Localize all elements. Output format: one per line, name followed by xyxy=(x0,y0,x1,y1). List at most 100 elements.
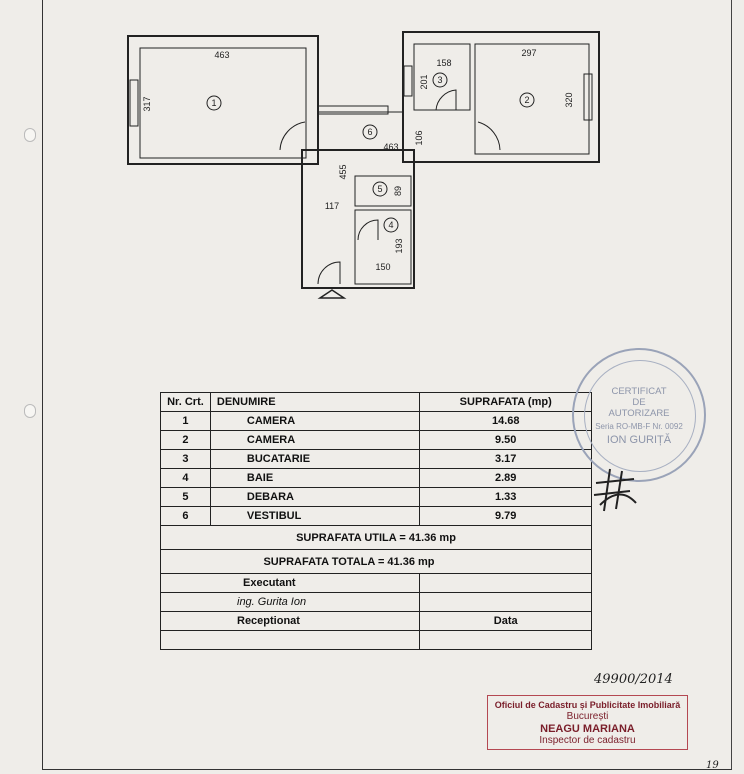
room-1-inner xyxy=(139,47,307,159)
dim-r2-height: 320 xyxy=(564,92,574,107)
official-line: NEAGU MARIANA xyxy=(540,723,635,735)
official-line: București xyxy=(566,711,609,722)
executant-name: ing. Gurita Ion xyxy=(159,592,421,612)
window xyxy=(403,65,413,97)
dim-room5-height: 89 xyxy=(393,186,403,196)
room-1-number: 1 xyxy=(211,98,216,108)
dim-corridor-length: 455 xyxy=(338,164,348,179)
room-5-marker xyxy=(372,181,388,197)
executant-name-row: ing. Gurita Ion xyxy=(159,592,592,612)
room-1-wall xyxy=(127,35,319,165)
stamp-inner-ring xyxy=(584,360,696,472)
official-line: Inspector de cadastru xyxy=(539,735,636,746)
blank-row xyxy=(159,630,592,650)
room-3-number: 3 xyxy=(437,75,442,85)
door-arc xyxy=(435,89,457,111)
door-arc xyxy=(477,121,501,151)
row-nr: 4 xyxy=(160,468,211,488)
row-name: BUCATARIE xyxy=(209,449,421,469)
room-5-inner xyxy=(354,175,412,207)
dim-r1-width: 463 xyxy=(214,50,229,60)
room-6-marker xyxy=(362,124,378,140)
row-nr: 1 xyxy=(160,411,211,431)
room-4-inner xyxy=(354,209,412,285)
row-area: 2.89 xyxy=(419,468,592,488)
received-label: Receptionat xyxy=(159,611,421,631)
room-4-number: 4 xyxy=(388,220,393,230)
row-name: CAMERA xyxy=(209,411,421,431)
dim-r1-height: 317 xyxy=(142,96,152,111)
stamp-line: AUTORIZARE xyxy=(608,408,670,419)
dim-r2-width: 297 xyxy=(521,48,536,58)
stamp-line: ION GURIȚĂ xyxy=(606,434,672,446)
row-area: 9.79 xyxy=(419,506,592,526)
row-nr: 6 xyxy=(160,506,211,526)
door-arc xyxy=(279,121,306,151)
room-1-marker xyxy=(206,95,222,111)
door-arc xyxy=(317,261,341,285)
total-area-row: SUPRAFATA TOTALA = 41.36 mp xyxy=(160,549,592,574)
room-3-marker xyxy=(432,72,448,88)
row-nr: 3 xyxy=(160,449,211,469)
page-frame xyxy=(42,0,732,770)
row-area: 9.50 xyxy=(419,430,592,450)
usable-area-row: SUPRAFATA UTILA = 41.36 mp xyxy=(160,525,592,550)
official-stamp: Oficiul de Cadastru și Publicitate Imobi… xyxy=(487,695,688,750)
total-area: SUPRAFATA TOTALA = 41.36 mp xyxy=(160,549,592,574)
room-2-inner xyxy=(474,43,590,155)
dim-room4-width: 150 xyxy=(375,262,390,272)
date-label: Data xyxy=(419,611,592,631)
entrance-arrow xyxy=(317,289,347,299)
table-header-row: Nr. Crt. DENUMIRE SUPRAFATA (mp) xyxy=(160,392,592,412)
executant-label: Executant xyxy=(159,573,421,593)
room-3-inner xyxy=(413,43,471,111)
door-arc xyxy=(357,219,379,241)
dim-room4-height: 193 xyxy=(394,238,404,253)
hall-window xyxy=(317,105,389,115)
binder-hole xyxy=(24,404,36,418)
stamp-line: CERTIFICAT xyxy=(611,386,667,397)
stamp-line: DE xyxy=(632,397,646,408)
room-2-marker xyxy=(519,92,535,108)
page-number: 19 xyxy=(706,760,719,771)
dim-r3-height: 201 xyxy=(419,74,429,89)
room-2-wall xyxy=(402,31,600,163)
row-nr: 5 xyxy=(160,487,211,507)
room-4-marker xyxy=(383,217,399,233)
header-area: SUPRAFATA (mp) xyxy=(419,392,592,412)
row-area: 1.33 xyxy=(419,487,592,507)
stamp-line: Seria RO-MB-F Nr. 0092 xyxy=(595,422,683,431)
row-name: VESTIBUL xyxy=(209,506,421,526)
official-line: Oficiul de Cadastru și Publicitate Imobi… xyxy=(494,700,681,710)
row-name: DEBARA xyxy=(209,487,421,507)
registration-number: 49900/2014 xyxy=(594,672,673,687)
certification-stamp: CERTIFICAT DE AUTORIZARE Seria RO-MB-F N… xyxy=(572,348,706,482)
corridor-wall xyxy=(301,149,415,289)
header-nr: Nr. Crt. xyxy=(160,392,211,412)
dim-r3-width: 158 xyxy=(436,58,451,68)
executant-row: Executant xyxy=(159,573,592,593)
dim-corridor-width: 117 xyxy=(325,201,339,211)
header-name: DENUMIRE xyxy=(209,392,421,412)
room-5-number: 5 xyxy=(377,184,382,194)
room-6-number: 6 xyxy=(367,127,372,137)
usable-area: SUPRAFATA UTILA = 41.36 mp xyxy=(160,525,592,550)
binder-hole xyxy=(24,128,36,142)
window xyxy=(583,73,593,121)
dim-hall-depth: 106 xyxy=(414,130,424,145)
room-2-number: 2 xyxy=(524,95,529,105)
dim-hall-width: 463 xyxy=(383,142,398,152)
signature xyxy=(593,468,637,512)
row-name: BAIE xyxy=(209,468,421,488)
row-area: 3.17 xyxy=(419,449,592,469)
window xyxy=(129,79,139,127)
row-name: CAMERA xyxy=(209,430,421,450)
